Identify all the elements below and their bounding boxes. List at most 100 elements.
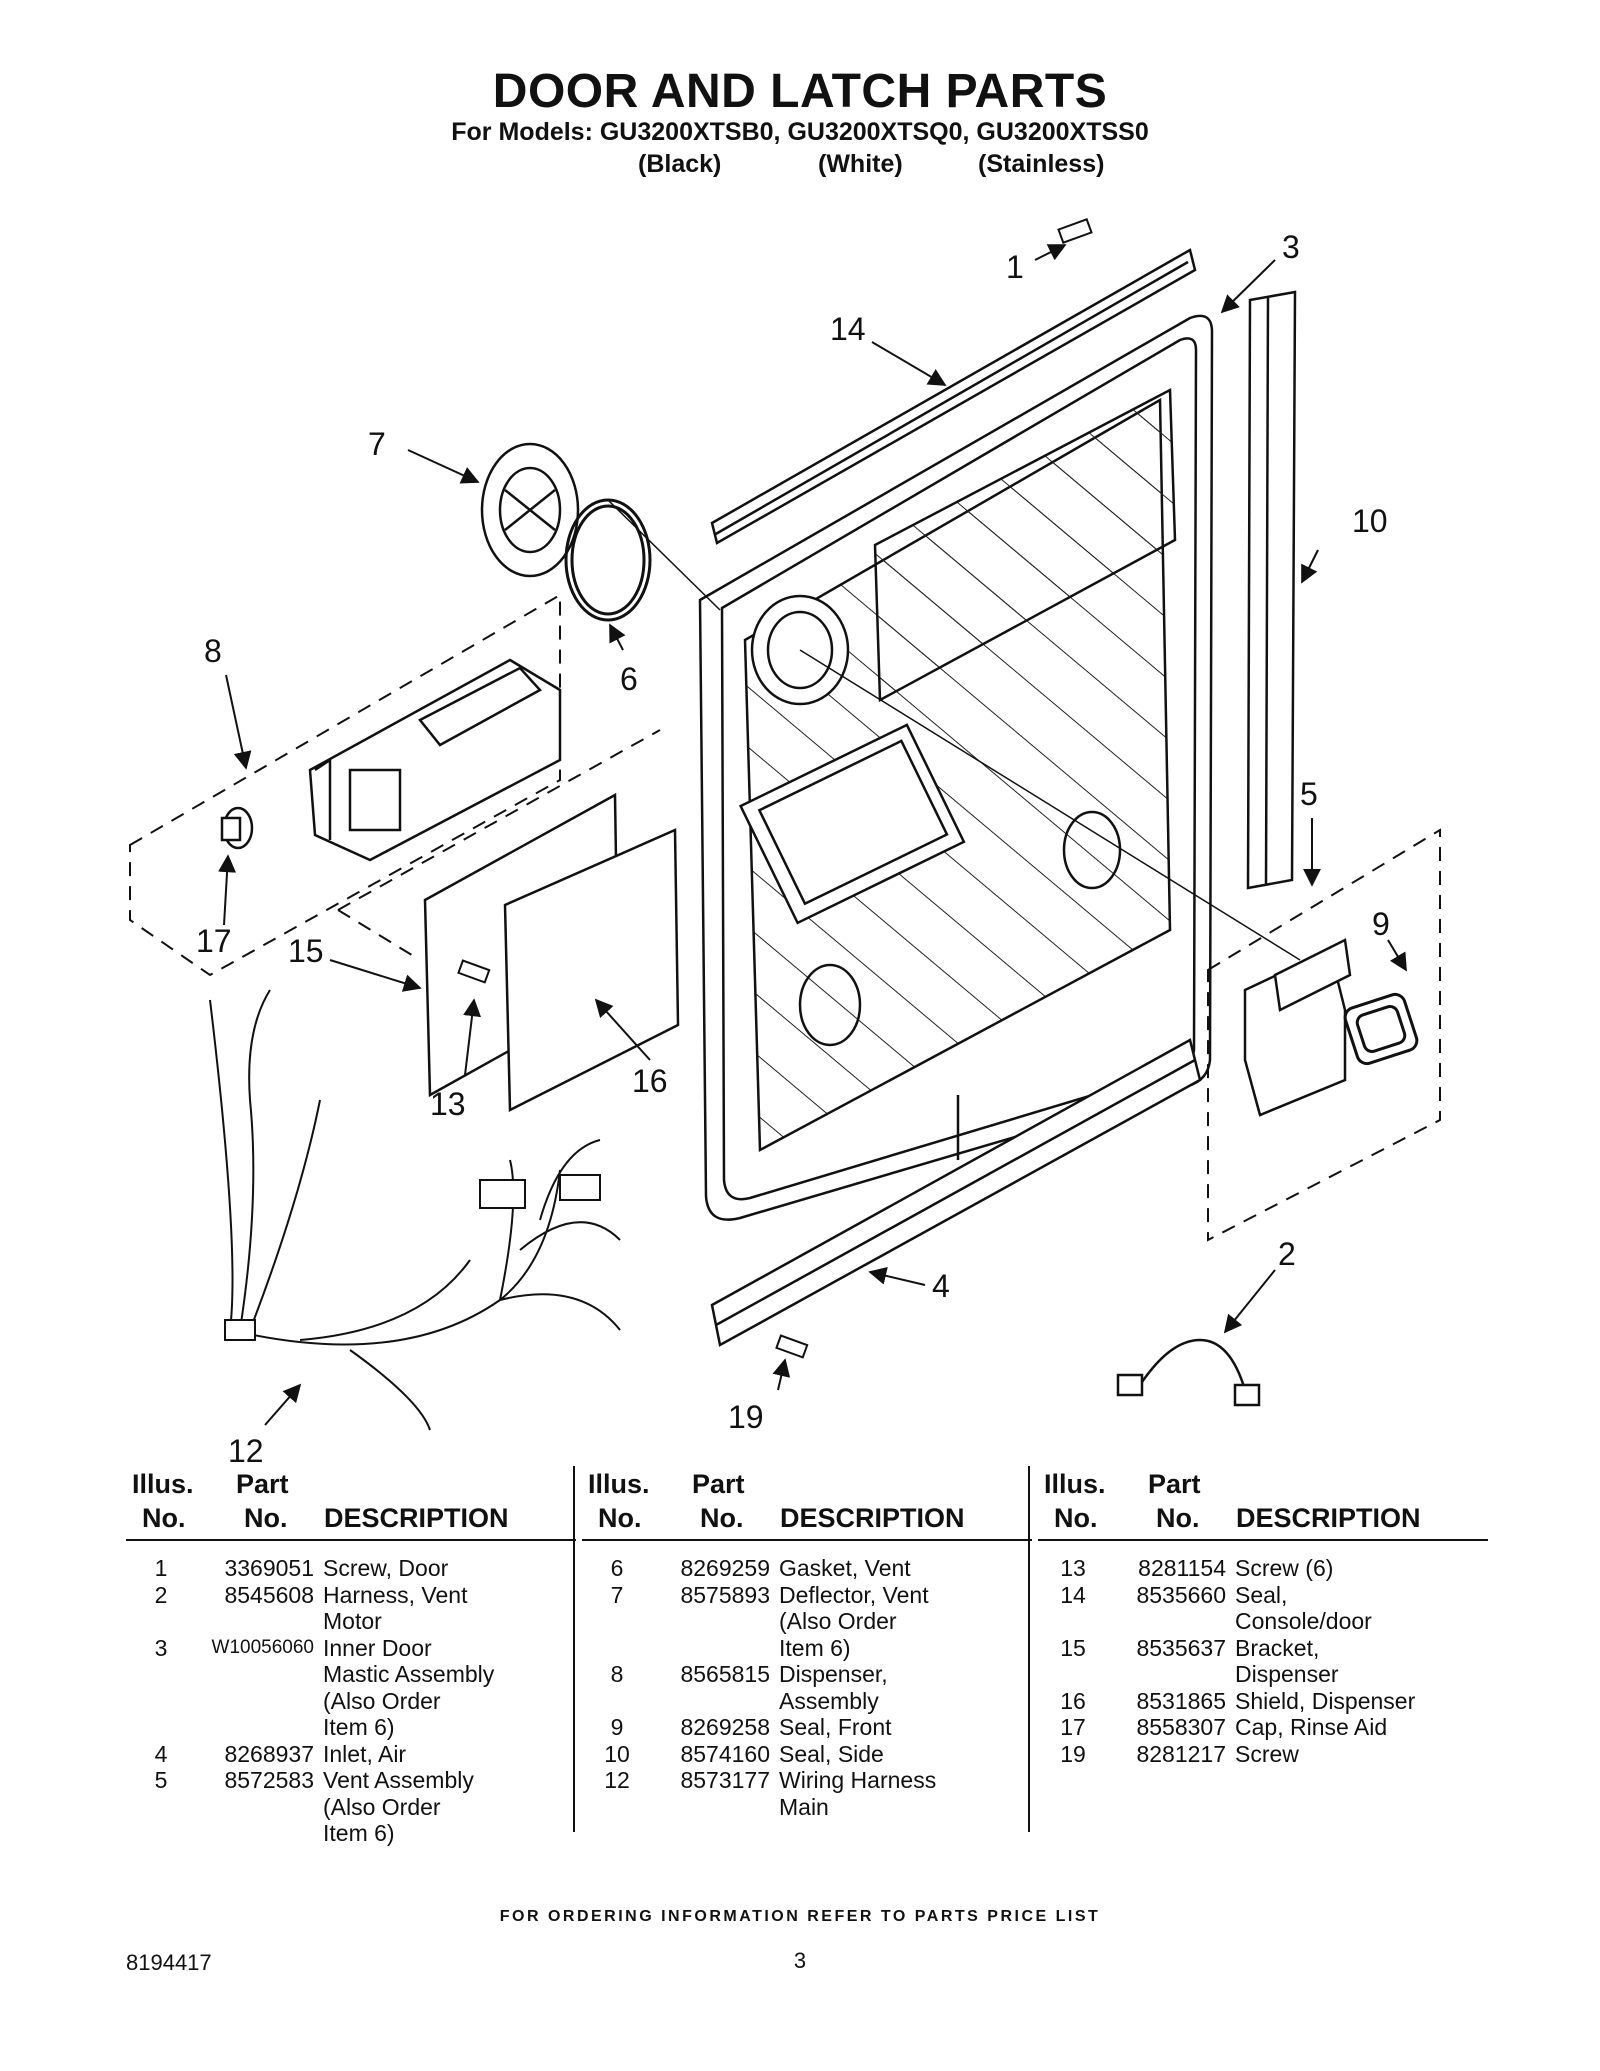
callout-10: 10 <box>1352 503 1388 539</box>
illus-number: 8 <box>610 1661 624 1687</box>
main-wiring-harness <box>209 989 621 1431</box>
part-description: Vent Assembly (Also Order Item 6) <box>323 1767 474 1846</box>
callout-1: 1 <box>1006 249 1024 285</box>
table-header: Illus. No. Part No. DESCRIPTION <box>582 1465 1032 1541</box>
part-description: Dispenser, Assembly <box>779 1661 888 1714</box>
parts-column-2: Illus. No. Part No. DESCRIPTION 6 8269259… <box>582 1465 1032 1820</box>
ordering-note: FOR ORDERING INFORMATION REFER TO PARTS … <box>499 1908 1101 1925</box>
part-number: 8574160 <box>680 1740 770 1767</box>
illus-number: 2 <box>154 1581 168 1608</box>
part-description: Wiring Harness Main <box>779 1767 937 1820</box>
document-number: 8194417 <box>126 1950 212 1975</box>
part-number: 8545608 <box>224 1581 314 1608</box>
callout-7: 7 <box>368 426 386 462</box>
table-row: 2 8545608 Harness, Vent Motor <box>126 1582 576 1635</box>
console-door-seal <box>710 248 1197 545</box>
callout-12: 12 <box>228 1433 264 1469</box>
header-illus-no: No. <box>598 1503 642 1533</box>
part-number: 8281217 <box>1136 1740 1226 1767</box>
illus-number: 6 <box>610 1555 624 1581</box>
callout-19: 19 <box>728 1399 764 1435</box>
callout-9: 9 <box>1372 906 1390 942</box>
header-description: DESCRIPTION <box>324 1503 509 1533</box>
part-number: 8572583 <box>224 1767 314 1793</box>
header-part: Part <box>236 1469 289 1499</box>
dispenser-shield <box>503 828 680 1113</box>
group-outline <box>129 593 1441 1242</box>
dispenser-assembly <box>308 658 562 862</box>
header-illus: Illus. <box>588 1469 650 1499</box>
part-description: Harness, Vent Motor <box>323 1581 468 1635</box>
header-description: DESCRIPTION <box>1236 1503 1421 1533</box>
part-number: 3369051 <box>224 1555 314 1581</box>
callout-2: 2 <box>1278 1236 1296 1272</box>
callout-17: 17 <box>196 923 232 959</box>
part-description: Bracket, Dispenser <box>1235 1634 1339 1688</box>
vent-gasket <box>564 498 652 622</box>
color-white: (White) <box>818 150 903 178</box>
side-seal <box>1246 290 1297 890</box>
part-description: Seal, Console/door <box>1235 1581 1372 1635</box>
part-description: Gasket, Vent <box>779 1555 911 1581</box>
part-number: 8573177 <box>680 1767 770 1793</box>
illus-number: 1 <box>154 1555 168 1581</box>
parts-column-1: Illus. No. Part No. DESCRIPTION 1 3369051… <box>126 1465 576 1847</box>
leader-lines <box>218 244 1407 1426</box>
header-illus: Illus. <box>132 1469 194 1499</box>
table-row: 8 8565815 Dispenser, Assembly <box>582 1661 1032 1714</box>
table-row: 10 8574160 Seal, Side <box>582 1741 1032 1768</box>
part-number: 8269258 <box>680 1714 770 1740</box>
part-number: 8535660 <box>1136 1581 1226 1608</box>
table-row: 6 8269259 Gasket, Vent <box>582 1555 1032 1582</box>
callout-15: 15 <box>288 933 324 969</box>
air-inlet <box>710 1038 1202 1347</box>
front-seal <box>1343 992 1419 1066</box>
illus-number: 3 <box>154 1634 168 1661</box>
header-description: DESCRIPTION <box>780 1503 965 1533</box>
illus-number: 10 <box>604 1740 630 1767</box>
part-description: Screw, Door <box>323 1555 449 1581</box>
parts-rows: 1 3369051 Screw, Door 2 8545608 Harness, Vent… <box>126 1555 576 1847</box>
part-number: 8531865 <box>1136 1687 1226 1714</box>
part-description: Seal, Side <box>779 1740 884 1767</box>
callout-3: 3 <box>1282 229 1300 265</box>
rinse-aid-cap <box>220 806 254 850</box>
column-divider <box>573 1466 575 1832</box>
screw-icon <box>457 218 1093 1359</box>
part-number: 8558307 <box>1136 1714 1226 1740</box>
callout-13: 13 <box>430 1086 466 1122</box>
illus-number: 7 <box>610 1581 624 1608</box>
illus-number: 19 <box>1060 1740 1086 1767</box>
part-number: 8269259 <box>680 1555 770 1581</box>
table-header: Illus. No. Part No. DESCRIPTION <box>126 1465 576 1541</box>
header-illus-no: No. <box>1054 1503 1098 1533</box>
part-number: 8565815 <box>680 1661 770 1687</box>
vent-deflector <box>480 442 580 578</box>
column-divider <box>1028 1466 1030 1832</box>
header-illus: Illus. <box>1044 1469 1106 1499</box>
illus-number: 17 <box>1060 1714 1086 1740</box>
part-description: Screw <box>1235 1740 1299 1767</box>
color-stainless: (Stainless) <box>978 150 1105 178</box>
part-description: Inlet, Air <box>323 1740 407 1767</box>
exploded-parts-diagram: 1 2 3 4 5 6 7 8 9 10 12 13 14 15 16 17 1… <box>129 218 1441 1469</box>
header-part: Part <box>692 1469 745 1499</box>
illus-number: 15 <box>1060 1634 1086 1661</box>
part-description: Screw (6) <box>1235 1555 1334 1581</box>
callout-6: 6 <box>620 661 638 697</box>
illus-number: 9 <box>610 1714 624 1740</box>
vent-assembly <box>1243 938 1352 1117</box>
part-description: Deflector, Vent (Also Order Item 6) <box>779 1581 929 1661</box>
part-description: Inner Door Mastic Assembly (Also Order I… <box>323 1634 495 1741</box>
callout-14: 14 <box>830 311 866 347</box>
color-black: (Black) <box>638 150 722 178</box>
inner-door-panel <box>698 314 1301 1221</box>
